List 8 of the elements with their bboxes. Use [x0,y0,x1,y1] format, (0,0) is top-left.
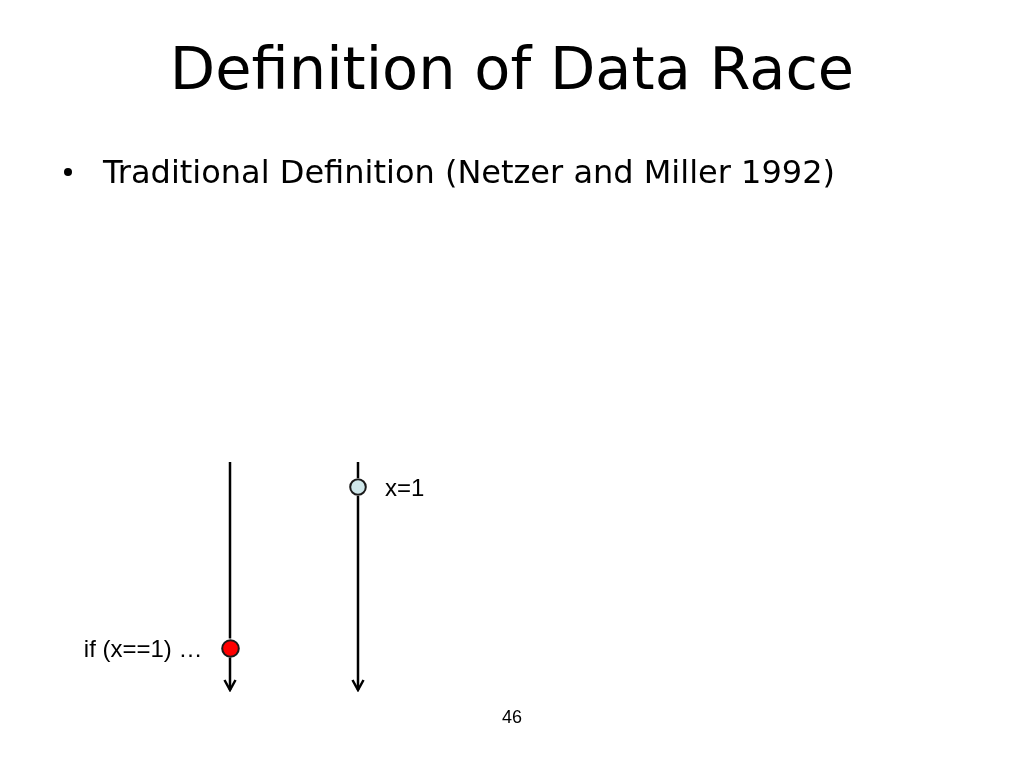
timeline-arrow [223,657,237,692]
timeline-arrow [351,496,365,692]
page-number: 46 [502,707,522,727]
slide-title: Definition of Data Race [169,34,855,103]
event-label: if (x==1) … [83,633,203,663]
timeline-line [228,462,232,639]
event-label: x=1 [385,472,425,502]
bullet-text: Traditional Definition (Netzer and Miller 1992) [103,152,835,193]
